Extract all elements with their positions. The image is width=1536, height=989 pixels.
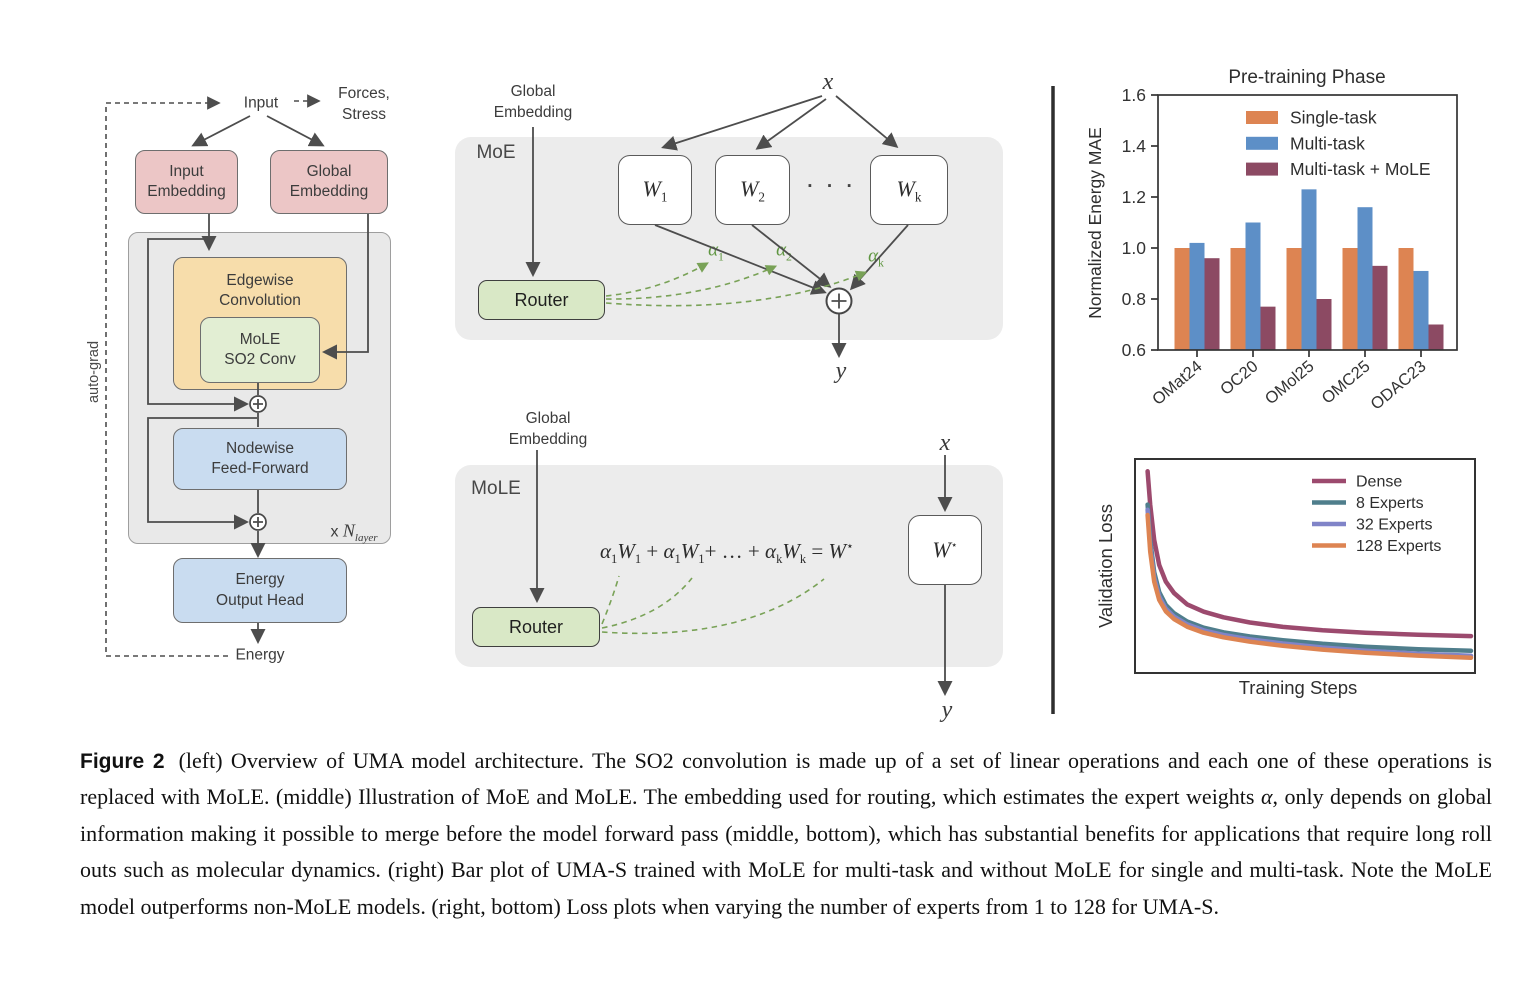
loss-curve [1145,469,1474,639]
bar [1342,248,1358,350]
alpha-2-label: α2 [776,239,792,264]
nodewise-feed-forward-label: Nodewise Feed-Forward [211,439,309,477]
global-embedding-box: Global Embedding [270,150,388,214]
legend-label: Multi-task [1290,133,1365,153]
n-layer-subscript: layer [354,531,378,544]
x-tick-label: OMat24 [1149,357,1206,409]
expert-w2-box: W2 [715,155,790,225]
nodewise-feed-forward-box: Nodewise Feed-Forward [173,428,347,490]
legend-swatch [1246,162,1278,176]
edgewise-convolution-label: Edgewise Convolution [219,272,301,310]
figure-caption-alpha: α [1260,784,1273,810]
figure-caption-text-1: (left) Overview of UMA model architectur… [80,748,1492,810]
moe-global-embedding-label: Global Embedding [493,83,573,121]
bar [1230,248,1246,350]
line-chart-xlabel: Training Steps [1239,677,1358,698]
mole-router-label: Router [508,616,564,637]
bar [1189,242,1205,350]
expert-wk-box: Wk [870,155,948,225]
auto-grad-label: auto-grad [86,340,103,404]
bar [1204,258,1220,350]
y-tick-label: 1.2 [1122,187,1146,207]
expert-wk-label: Wk [896,175,922,205]
figure-caption-label: Figure 2 [80,750,165,773]
legend-swatch [1246,136,1278,150]
input-embedding-label: Input Embedding [147,162,226,200]
legend-label: 8 Experts [1356,495,1424,512]
expert-w1-label: W1 [642,175,668,205]
mole-so2-conv-label: MoLE SO2 Conv [224,330,296,368]
legend-label: Dense [1356,474,1402,491]
legend-label: Multi-task + MoLE [1290,159,1431,179]
bar-chart-frame [1157,94,1458,351]
moe-router-box: Router [478,280,605,320]
mole-panel-label: MoLE [471,478,521,500]
expert-w2-label: W2 [740,175,765,205]
legend-label: 32 Experts [1356,517,1432,534]
bar-chart-title: Pre-training Phase [1228,67,1385,88]
y-tick-label: 0.8 [1122,289,1146,309]
validation-loss-chart: Dense 8 Experts 32 Experts 128 Experts Valid… [1095,458,1476,698]
x-tick-label: OMol25 [1262,357,1318,408]
bar [1357,207,1373,350]
input-label: Input [243,94,279,112]
bar [1260,306,1276,350]
bar [1372,265,1388,350]
figure-caption: Figure 2(left) Overview of UMA model arc… [80,743,1492,925]
forces-stress-label: Forces, Stress [338,85,390,123]
y-tick-label: 1.4 [1122,136,1147,156]
energy-label: Energy [235,646,285,664]
mole-x-label: x [939,429,951,456]
energy-output-head-label: Energy Output Head [216,571,304,609]
input-embedding-box: Input Embedding [135,150,238,214]
moe-panel-label: MoE [476,142,516,164]
bar [1301,189,1317,350]
legend-swatch [1246,111,1278,124]
bar [1428,324,1444,350]
merged-weight-label: W⋆ [932,536,958,562]
global-embedding-label: Global Embedding [289,162,369,200]
alpha-k-label: αk [868,245,884,270]
bar [1245,222,1261,350]
line-chart-ylabel: Validation Loss [1095,504,1116,628]
merged-weight-box: W⋆ [908,515,982,585]
moe-y-label: y [835,357,847,384]
loss-curve [1145,507,1474,659]
x-tick-label: OC20 [1217,357,1262,398]
bar [1286,248,1302,350]
x-tick-label: OMC25 [1318,357,1373,407]
mole-y-label: y [941,696,953,723]
loss-curve [1145,512,1474,660]
n-layer-symbol: N [342,520,355,541]
loss-curve [1145,502,1474,654]
bar [1413,270,1429,350]
x-tick-label: ODAC23 [1367,357,1429,413]
mole-router-box: Router [472,607,600,647]
n-layer-prefix: x [330,523,343,541]
bar-chart-ylabel: Normalized Energy MAE [1085,127,1105,319]
mole-global-embedding-label: Global Embedding [508,410,588,448]
moe-router-label: Router [514,289,569,310]
mole-formula: α1W1 + α1W1+ … + αkWk = W⋆ [600,539,854,567]
bar [1316,299,1332,350]
legend-label: 128 Experts [1356,538,1441,555]
mole-so2-conv-box: MoLE SO2 Conv [200,317,320,383]
y-tick-label: 1.6 [1122,85,1146,105]
bar [1174,248,1190,350]
alpha-1-label: α1 [708,239,724,264]
line-chart-frame [1134,458,1476,674]
moe-x-label: x [822,68,834,95]
y-tick-label: 0.6 [1122,340,1146,360]
bar [1398,248,1414,350]
legend-label: Single-task [1290,108,1377,128]
expert-w1-box: W1 [618,155,692,225]
figure-caption-text-2: , only depends on global information mak… [80,784,1492,919]
energy-output-head-box: Energy Output Head [173,558,347,623]
ellipsis-dots: · · · [807,176,857,197]
n-layer-label: x Nlayer [330,497,377,546]
y-tick-label: 1.0 [1122,238,1147,258]
